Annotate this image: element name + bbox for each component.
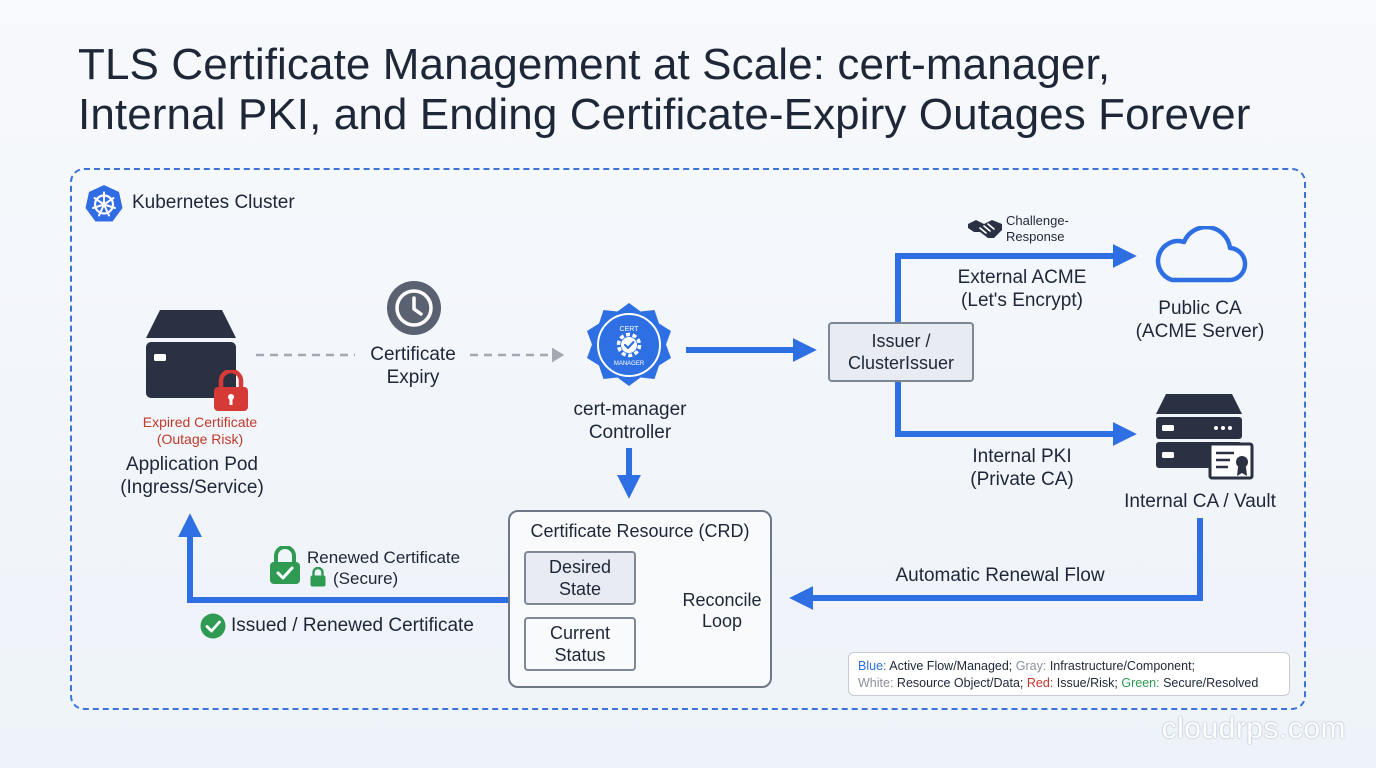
public-ca-line-2: (ACME Server): [1135, 321, 1265, 342]
expiry-line-1: Certificate: [370, 344, 456, 365]
certificate-expiry-label: Certificate Expiry: [343, 343, 483, 389]
external-acme-line-1: External ACME: [957, 267, 1087, 288]
title-line-2: Internal PKI, and Ending Certificate-Exp…: [78, 90, 1251, 139]
expired-warning-line-2: (Outage Risk): [156, 431, 244, 447]
internal-pki-label: Internal PKI (Private CA): [932, 445, 1112, 491]
legend-white-text: Resource Object/Data;: [896, 676, 1024, 690]
controller-line-1: cert-manager: [573, 399, 687, 420]
public-ca-line-1: Public CA: [1158, 298, 1242, 319]
legend-row-2: White: Resource Object/Data; Red: Issue/…: [858, 675, 1289, 692]
issuer-to-internal-ca-arrow: [895, 382, 1137, 446]
public-ca-label: Public CA (ACME Server): [1110, 297, 1290, 343]
green-lock-icon: [270, 546, 300, 584]
cert-manager-badge-icon: CERT MANAGER: [587, 303, 671, 386]
expired-warning-line-1: Expired Certificate: [142, 414, 258, 430]
lock-icon: [214, 370, 248, 411]
legend-green-key: Green:: [1121, 676, 1160, 690]
issuer-to-public-ca-arrow: [895, 244, 1137, 322]
application-pod-label: Application Pod (Ingress/Service): [92, 453, 292, 499]
legend-red-text: Issue/Risk;: [1056, 676, 1118, 690]
internal-pki-line-1: Internal PKI: [972, 446, 1072, 467]
badge-bottom-text: MANAGER: [614, 361, 645, 367]
small-green-lock-icon: [310, 567, 326, 587]
certificate-icon: [1208, 442, 1254, 480]
legend-gray-key: Gray:: [1015, 659, 1047, 673]
crd-title: Certificate Resource (CRD): [530, 521, 750, 541]
controller-line-2: Controller: [588, 422, 672, 443]
legend-green-text: Secure/Resolved: [1163, 676, 1259, 690]
app-pod-label-line-2: (Ingress/Service): [120, 477, 264, 498]
reconcile-line-2: Loop: [701, 611, 743, 631]
kubernetes-icon: [85, 185, 123, 222]
current-line-2: Status: [554, 645, 606, 665]
title-line-1: TLS Certificate Management at Scale: cer…: [78, 40, 1111, 89]
watermark: cloudrps.com: [1161, 712, 1346, 745]
external-acme-line-2: (Let's Encrypt): [961, 290, 1083, 311]
renewed-certificate-line-2: (Secure): [333, 569, 399, 588]
cluster-label: Kubernetes Cluster: [132, 192, 295, 213]
desired-line-2: State: [558, 579, 602, 599]
clock-icon: [387, 281, 441, 335]
issued-renewed-label: Issued / Renewed Certificate: [231, 615, 474, 636]
handshake-icon: [968, 220, 1002, 238]
issuer-line-1: Issuer /: [871, 331, 931, 351]
legend-blue-key: Blue:: [858, 659, 887, 673]
check-circle-icon: [200, 613, 226, 639]
issued-certificate-arrow: [178, 513, 508, 603]
desired-state-box[interactable]: Desired State: [524, 551, 636, 605]
issuer-box[interactable]: Issuer / ClusterIssuer: [828, 322, 974, 382]
legend-blue-text: Active Flow/Managed;: [889, 659, 1013, 673]
issuer-line-2: ClusterIssuer: [847, 353, 955, 373]
reconcile-line-1: Reconcile: [682, 590, 762, 610]
legend-gray-text: Infrastructure/Component;: [1049, 659, 1196, 673]
expired-certificate-warning: Expired Certificate (Outage Risk): [110, 414, 290, 448]
server-icon: [146, 310, 236, 398]
internal-ca-label: Internal CA / Vault: [1124, 491, 1276, 512]
automatic-renewal-label: Automatic Renewal Flow: [895, 565, 1105, 586]
legend-white-key: White:: [858, 676, 894, 690]
internal-pki-line-2: (Private CA): [970, 469, 1074, 490]
current-status-box[interactable]: Current Status: [524, 617, 636, 671]
cloud-icon: [1155, 226, 1248, 283]
reconcile-loop-label: Reconcile Loop: [676, 590, 768, 632]
app-pod-label-line-1: Application Pod: [125, 454, 259, 475]
external-acme-label: External ACME (Let's Encrypt): [932, 266, 1112, 312]
challenge-response-label: Challenge- Response: [1006, 213, 1069, 245]
legend-row-1: Blue: Active Flow/Managed; Gray: Infrast…: [858, 658, 1289, 675]
expiry-line-2: Expiry: [386, 367, 440, 388]
legend: Blue: Active Flow/Managed; Gray: Infrast…: [848, 652, 1290, 696]
page-title: TLS Certificate Management at Scale: cer…: [78, 40, 1250, 140]
cluster-boundary: [70, 168, 1306, 710]
challenge-line-2: Response: [1006, 229, 1065, 244]
desired-line-1: Desired: [548, 557, 612, 577]
renewed-certificate-line-1: Renewed Certificate: [307, 548, 461, 567]
controller-label: cert-manager Controller: [540, 398, 720, 444]
legend-red-key: Red:: [1026, 676, 1054, 690]
current-line-1: Current: [549, 623, 611, 643]
automatic-renewal-arrow: [789, 518, 1203, 610]
badge-top-text: CERT: [620, 326, 640, 333]
challenge-line-1: Challenge-: [1006, 213, 1069, 228]
